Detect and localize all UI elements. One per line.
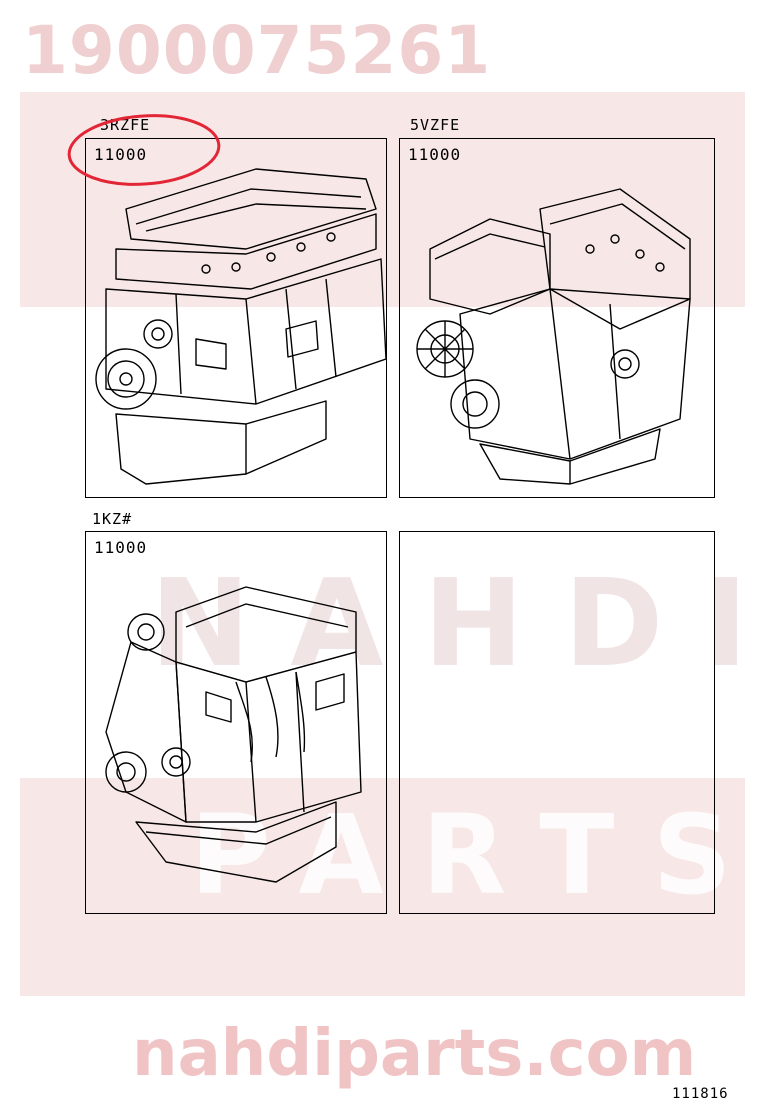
part-code: 11000 bbox=[408, 145, 462, 164]
engine-label-5vzfe: 5VZFE bbox=[410, 116, 461, 134]
part-number-watermark: 1900075261 bbox=[22, 12, 492, 89]
highlight-ellipse bbox=[67, 114, 221, 186]
engine-panel-5vzfe[interactable]: 11000 bbox=[399, 138, 715, 498]
page-reference: 111816 bbox=[672, 1086, 729, 1102]
empty-panel bbox=[399, 531, 715, 914]
watermark-band-top bbox=[20, 92, 745, 307]
engine-drawing-5vzfe bbox=[416, 188, 691, 485]
site-url-watermark: nahdiparts.com bbox=[132, 1017, 697, 1091]
brand-watermark: NAHDI bbox=[150, 555, 760, 694]
engine-panel-1kz[interactable]: 11000 bbox=[85, 531, 387, 914]
brand-sub-watermark: PARTS bbox=[190, 791, 760, 919]
part-code: 11000 bbox=[94, 538, 148, 557]
part-code: 11000 bbox=[94, 145, 148, 164]
engine-drawing-1kz bbox=[105, 586, 362, 883]
engine-label-1kz: 1KZ# bbox=[92, 510, 133, 528]
engine-drawing-3rzfe bbox=[95, 168, 387, 485]
watermark-band-bottom bbox=[20, 778, 745, 996]
engine-panel-3rzfe[interactable]: 11000 bbox=[85, 138, 387, 498]
